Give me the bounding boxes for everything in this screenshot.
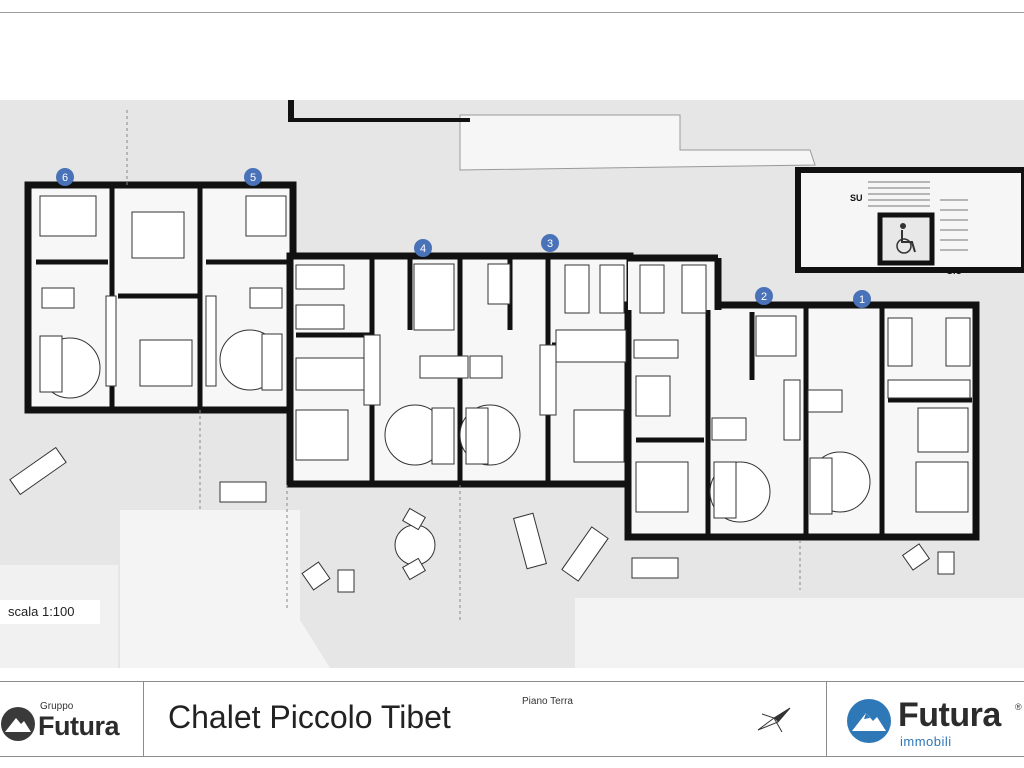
title-block: Gruppo Futura Chalet Piccolo Tibet Piano… — [0, 681, 1024, 757]
svg-text:5: 5 — [250, 172, 256, 184]
futura-immobili-logo: Futura ® immobili — [846, 696, 1024, 752]
bed-icon — [131, 211, 185, 259]
bed-icon — [573, 409, 625, 463]
unit-marker-2: 2 — [755, 287, 773, 305]
upper-terrace — [459, 114, 816, 171]
lower-road — [575, 598, 1024, 668]
bed-icon — [295, 409, 349, 461]
unit-marker-6: 6 — [56, 168, 74, 186]
svg-text:6: 6 — [62, 172, 68, 184]
logo-brand-text: Futura — [898, 696, 1001, 734]
svg-text:1: 1 — [859, 294, 865, 306]
beds — [131, 211, 971, 513]
bed-icon — [887, 317, 913, 367]
logo-subtitle: immobili — [900, 734, 952, 749]
stair-treads — [868, 181, 968, 251]
mountain-logo-icon — [1, 707, 35, 741]
bed-icon — [139, 339, 193, 387]
stairs-down-label: GIU' — [946, 266, 964, 276]
living-areas — [39, 329, 871, 523]
bathrooms — [39, 195, 969, 453]
bed-icon — [681, 264, 707, 314]
wheelchair-icon — [896, 223, 916, 254]
dining-tables — [41, 287, 843, 579]
registered-mark: ® — [1015, 702, 1022, 712]
bed-icon — [945, 317, 971, 367]
bed-icon — [295, 304, 345, 330]
footer-divider — [143, 682, 144, 756]
stairs-up-label: SU — [850, 193, 863, 203]
north-arrow-icon — [757, 707, 791, 733]
scale-label: scala 1:100 — [0, 600, 100, 624]
outdoor-furniture — [9, 446, 955, 593]
kitchens — [105, 295, 971, 441]
unit-marker-4: 4 — [414, 239, 432, 257]
bed-icon — [599, 264, 625, 314]
svg-text:2: 2 — [761, 291, 767, 303]
floor-plan: SU GIU' — [0, 100, 1024, 668]
bed-icon — [564, 264, 590, 314]
logo-group-text: Gruppo — [40, 701, 74, 712]
mountain-logo-icon — [847, 699, 891, 743]
svg-text:3: 3 — [547, 238, 553, 250]
floor-label: Piano Terra — [522, 696, 573, 707]
unit-marker-5: 5 — [244, 168, 262, 186]
bed-icon — [635, 461, 689, 513]
svg-text:4: 4 — [420, 243, 426, 255]
ramp-area — [120, 510, 330, 668]
gruppo-futura-logo: Gruppo Futura — [0, 698, 140, 748]
unit-marker-3: 3 — [541, 234, 559, 252]
bed-icon — [295, 264, 345, 290]
top-rule — [0, 12, 1024, 13]
project-title: Chalet Piccolo Tibet — [168, 699, 451, 735]
logo-brand-text: Futura — [38, 711, 120, 741]
bed-icon — [639, 264, 665, 314]
unit-marker-1: 1 — [853, 290, 871, 308]
bed-icon — [915, 461, 969, 513]
footer-divider — [826, 682, 827, 756]
unit-markers: 6 5 4 3 2 1 — [56, 168, 871, 308]
site-lines — [126, 110, 801, 620]
